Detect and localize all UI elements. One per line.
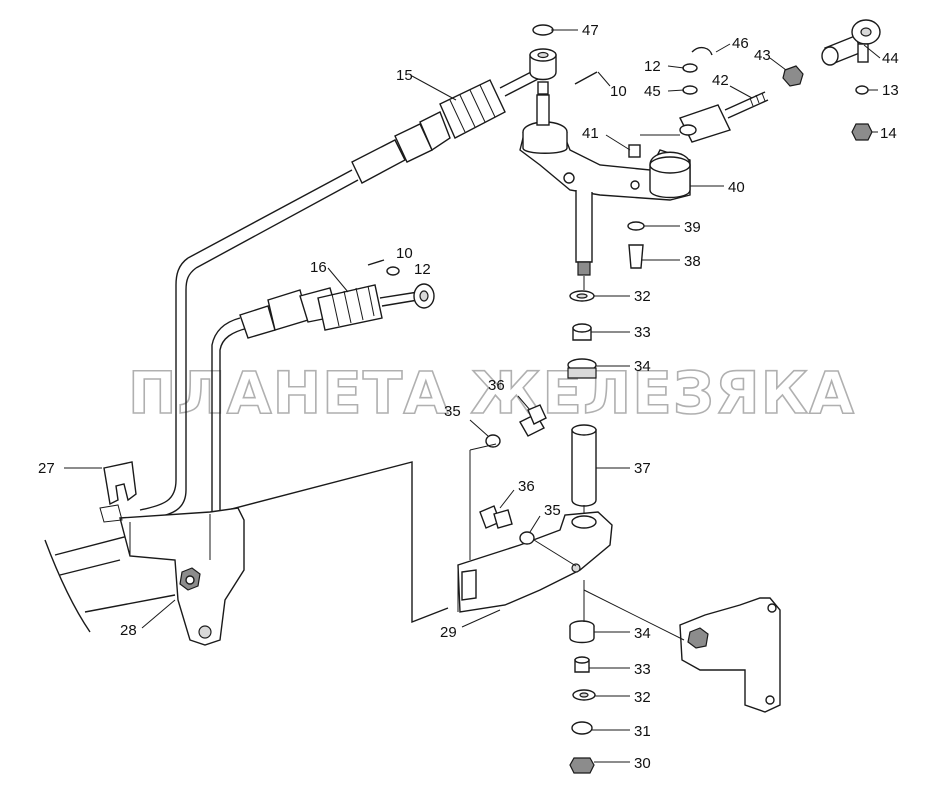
control-cable-16 xyxy=(211,283,435,525)
callout-36-upper: 36 xyxy=(488,377,505,394)
shift-lever-40 xyxy=(519,94,691,276)
bracket-28 xyxy=(119,507,245,646)
callout-36-lower: 36 xyxy=(518,478,535,495)
callout-47: 47 xyxy=(582,22,599,39)
top-bushing-stack xyxy=(529,24,557,95)
callout-44: 44 xyxy=(882,50,899,67)
callout-40: 40 xyxy=(728,179,745,196)
bolt-36-lower xyxy=(479,505,513,529)
column-stack-upper xyxy=(567,290,597,379)
clip-27 xyxy=(99,461,137,523)
callout-34-upper: 34 xyxy=(634,358,651,375)
callout-39: 39 xyxy=(684,219,701,236)
callout-labels: 47 46 44 43 42 12 45 10 15 13 41 14 40 3… xyxy=(38,22,899,772)
callout-12-lower: 12 xyxy=(414,261,431,278)
callout-10-top: 10 xyxy=(610,83,627,100)
callout-28: 28 xyxy=(120,622,137,639)
callout-43: 43 xyxy=(754,47,771,64)
callout-12-top: 12 xyxy=(644,58,661,75)
callout-34-lower: 34 xyxy=(634,625,651,642)
rod-42 xyxy=(679,91,769,143)
bolt-36-upper xyxy=(519,404,547,437)
nut-14 xyxy=(851,123,873,141)
column-stack-lower xyxy=(569,620,596,774)
control-cable-15 xyxy=(139,69,541,521)
spring-pin-46 xyxy=(691,46,713,56)
callout-32-upper: 32 xyxy=(634,288,651,305)
bracket-29 xyxy=(457,450,613,613)
callout-15: 15 xyxy=(396,67,413,84)
callout-33-lower: 33 xyxy=(634,661,651,678)
washer-12-top xyxy=(682,63,698,73)
callout-14: 14 xyxy=(880,125,897,142)
callout-38: 38 xyxy=(684,253,701,270)
callout-16: 16 xyxy=(310,259,327,276)
washer-35-lower xyxy=(519,531,535,545)
callout-27: 27 xyxy=(38,460,55,477)
callout-13: 13 xyxy=(882,82,899,99)
bracket-right xyxy=(679,597,781,713)
frame-rail xyxy=(44,461,449,633)
leader-lines xyxy=(64,29,881,763)
watermark-text: ПЛАНЕТА ЖЕЛЕЗЯКА xyxy=(128,359,855,427)
washer-35-upper xyxy=(485,434,501,448)
bushing-41 xyxy=(628,144,641,158)
callout-42: 42 xyxy=(712,72,729,89)
callout-37: 37 xyxy=(634,460,651,477)
callout-33-upper: 33 xyxy=(634,324,651,341)
callout-35-upper: 35 xyxy=(444,403,461,420)
callout-32-lower: 32 xyxy=(634,689,651,706)
washer-13 xyxy=(855,85,869,95)
ball-joint-44 xyxy=(821,19,881,66)
callout-30: 30 xyxy=(634,755,651,772)
callout-31: 31 xyxy=(634,723,651,740)
nut-43 xyxy=(782,65,804,87)
callout-10-lower: 10 xyxy=(396,245,413,262)
callout-35-lower: 35 xyxy=(544,502,561,519)
assembly-axis-lines xyxy=(469,276,685,641)
washer-39 xyxy=(627,221,645,231)
callout-45: 45 xyxy=(644,83,661,100)
tube-37 xyxy=(571,424,597,507)
callout-41: 41 xyxy=(582,125,599,142)
washer-45 xyxy=(682,85,698,95)
pin-10-lower xyxy=(367,259,385,266)
washer-12-lower xyxy=(386,266,400,276)
callout-46: 46 xyxy=(732,35,749,52)
callout-29: 29 xyxy=(440,624,457,641)
pin-10-top xyxy=(574,71,598,85)
pin-38 xyxy=(628,244,644,269)
